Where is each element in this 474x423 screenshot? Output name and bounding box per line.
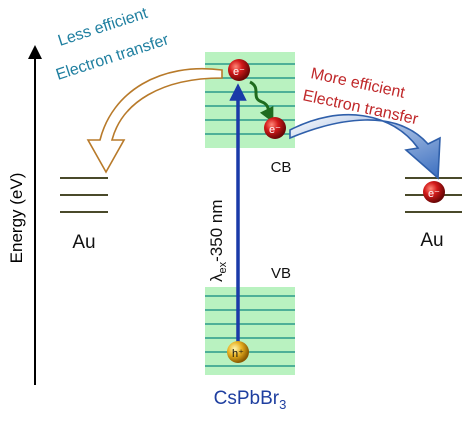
semiconductor-name-sub: 3 bbox=[279, 397, 286, 412]
left-au-levels bbox=[60, 177, 108, 213]
energy-axis: Energy (eV) bbox=[7, 45, 42, 385]
electron-top-label: e⁻ bbox=[233, 66, 245, 78]
vb-label: VB bbox=[271, 265, 291, 282]
electron-top: e⁻ bbox=[228, 59, 250, 81]
valence-band bbox=[205, 287, 295, 375]
cb-label: CB bbox=[271, 159, 292, 176]
hole-label: h⁺ bbox=[232, 348, 244, 360]
electron-au: e⁻ bbox=[423, 181, 445, 203]
relaxation-arrow bbox=[249, 80, 274, 123]
electron-au-label: e⁻ bbox=[428, 188, 440, 200]
hole: h⁺ bbox=[227, 341, 249, 363]
energy-axis-label: Energy (eV) bbox=[7, 173, 26, 264]
excitation-label: λex-350 nm bbox=[207, 200, 229, 283]
lambda-symbol: λ bbox=[207, 273, 226, 282]
less-efficient-arrow bbox=[86, 68, 223, 174]
semiconductor-name: CsPbBr3 bbox=[214, 388, 287, 412]
electron-cb-edge-label: e⁻ bbox=[269, 124, 281, 136]
right-au-label: Au bbox=[420, 230, 443, 251]
lambda-subscript: ex bbox=[217, 261, 229, 273]
electron-cb-edge: e⁻ bbox=[264, 117, 286, 139]
excitation-wavelength: -350 nm bbox=[207, 200, 226, 262]
semiconductor-name-base: CsPbBr bbox=[214, 388, 280, 409]
left-au-label: Au bbox=[72, 232, 95, 253]
more-efficient-arrow bbox=[289, 113, 441, 180]
